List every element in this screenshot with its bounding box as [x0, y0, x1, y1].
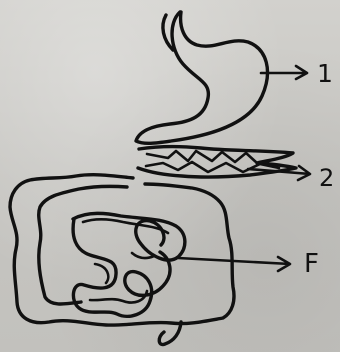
label-stomach: 1: [317, 61, 333, 86]
large-intestine-outline: [10, 175, 234, 325]
label-pancreas: 2: [319, 166, 334, 191]
pancreas-outline: [138, 147, 296, 177]
small-intestine-inner-lines: [83, 219, 168, 302]
rectum-outline: [159, 322, 181, 345]
label-small-intestine: F: [304, 252, 319, 277]
arrow-f: [178, 257, 290, 271]
stomach-outline: [136, 12, 267, 143]
